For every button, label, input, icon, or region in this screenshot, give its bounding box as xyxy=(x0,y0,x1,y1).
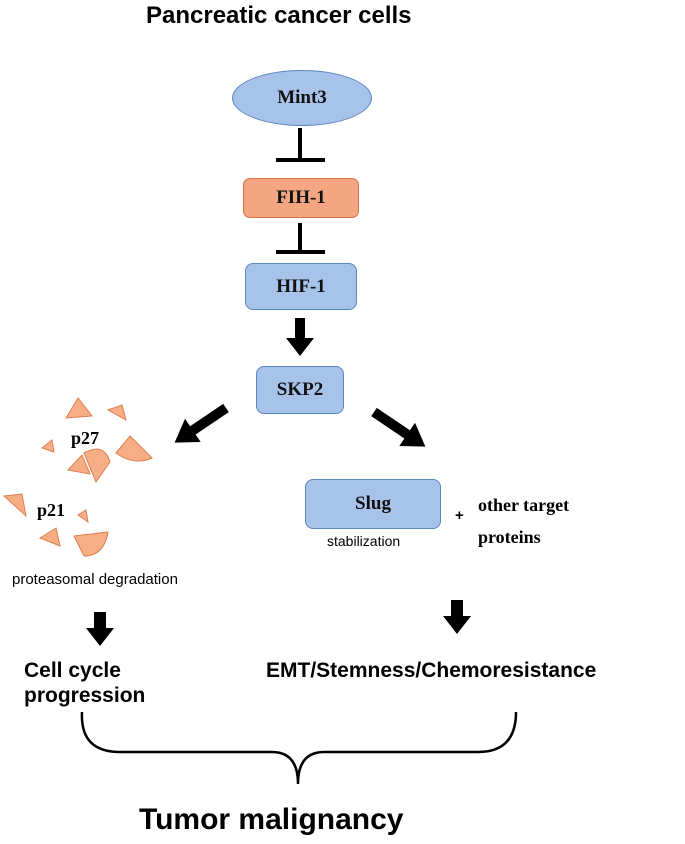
arrow-to-emt xyxy=(443,600,471,634)
label-emt-stemness-chemoresistance: EMT/Stemness/Chemoresistance xyxy=(266,659,597,682)
label-tumor-malignancy: Tumor malignancy xyxy=(139,803,404,836)
fragment xyxy=(73,531,109,557)
fragment xyxy=(83,448,111,484)
arrow-skp2-right xyxy=(371,407,426,447)
node-hif1: HIF-1 xyxy=(245,263,357,310)
label-other-targets-2: proteins xyxy=(478,527,541,547)
inhibition-fih1-hif1 xyxy=(276,223,325,254)
fragment xyxy=(40,439,55,453)
plus-sign: + xyxy=(455,507,464,524)
node-slug-label: Slug xyxy=(355,493,391,514)
label-p27: p27 xyxy=(71,428,100,448)
label-proteasomal-degradation: proteasomal degradation xyxy=(12,571,178,588)
arrow-skp2-left xyxy=(174,403,229,443)
fragment xyxy=(65,397,93,419)
node-skp2-label: SKP2 xyxy=(276,379,324,400)
arrow-to-cell-cycle xyxy=(86,612,114,646)
node-fih1: FIH-1 xyxy=(243,178,359,218)
fragment xyxy=(2,493,27,518)
node-mint3-label: Mint3 xyxy=(277,87,327,108)
label-stabilization: stabilization xyxy=(327,533,401,549)
label-cell-cycle-2: progression xyxy=(24,684,146,707)
diagram-title: Pancreatic cancer cells xyxy=(146,2,412,29)
fragment xyxy=(115,435,153,462)
label-p21: p21 xyxy=(37,500,66,520)
fragment xyxy=(77,509,89,524)
degraded-fragments xyxy=(2,397,153,557)
label-other-targets-1: other target xyxy=(478,495,570,515)
node-fih1-label: FIH-1 xyxy=(276,187,326,208)
label-cell-cycle-1: Cell cycle xyxy=(24,659,121,682)
fragment xyxy=(38,527,61,547)
fragment xyxy=(67,454,91,475)
fragment xyxy=(106,404,127,422)
node-skp2: SKP2 xyxy=(256,366,344,414)
inhibition-mint3-fih1 xyxy=(276,128,325,162)
node-hif1-label: HIF-1 xyxy=(276,275,326,297)
node-slug: Slug xyxy=(305,479,441,529)
node-mint3: Mint3 xyxy=(232,70,372,126)
curly-brace xyxy=(80,711,518,785)
arrow-hif1-skp2 xyxy=(286,318,314,356)
